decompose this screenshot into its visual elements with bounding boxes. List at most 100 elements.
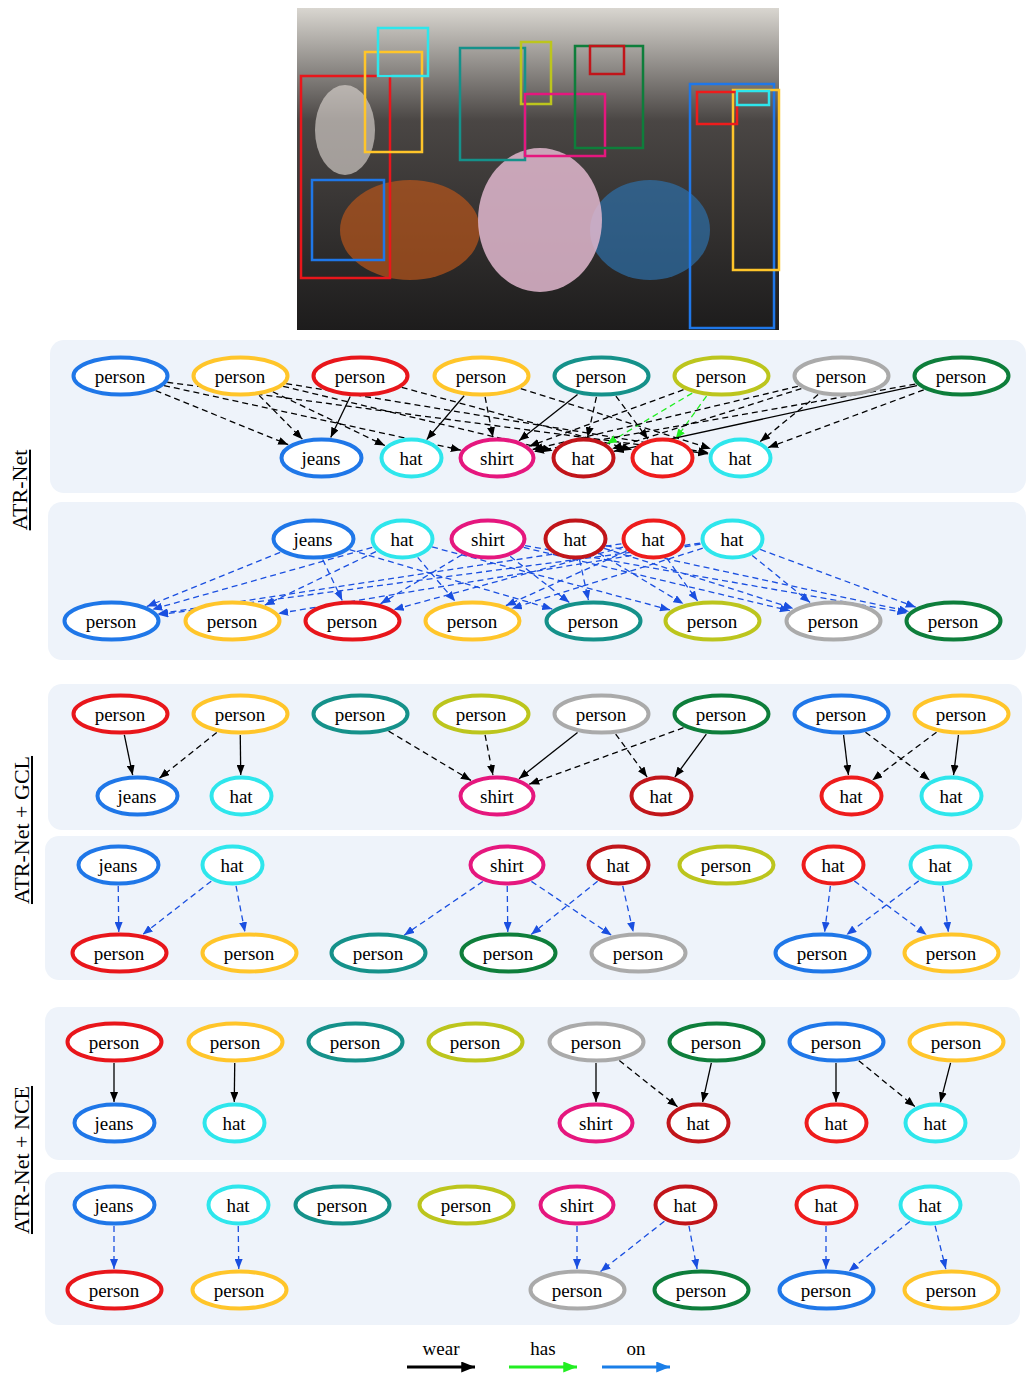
relation-arrow — [623, 886, 634, 932]
ellipse-shape — [461, 778, 534, 815]
object-ellipse: person — [902, 1269, 1001, 1311]
relation-arrow — [380, 555, 462, 604]
legend-arrow — [602, 1366, 670, 1369]
relation-arrow — [485, 735, 493, 775]
object-ellipse: person — [65, 1021, 164, 1063]
object-ellipse: person — [432, 355, 531, 397]
object-ellipse: person — [589, 932, 688, 974]
node-label: person — [576, 367, 627, 386]
object-ellipse: person — [667, 1021, 766, 1063]
node-label: person — [450, 1033, 501, 1052]
relation-arrow — [865, 732, 929, 780]
ellipse-shape — [78, 847, 158, 884]
relation-arrow — [935, 1226, 946, 1269]
object-ellipse: jeans — [271, 518, 356, 560]
ellipse-shape — [796, 1187, 856, 1224]
object-ellipse: hat — [903, 1102, 968, 1144]
object-ellipse: person — [459, 932, 558, 974]
object-ellipse: person — [186, 1021, 285, 1063]
relation-arrow — [616, 396, 648, 439]
ellipse-shape — [541, 1187, 614, 1224]
object-ellipse: person — [792, 355, 891, 397]
node-label: hat — [220, 856, 243, 875]
object-ellipse: jeans — [72, 1184, 157, 1226]
ellipse-shape — [461, 935, 555, 972]
ellipse-shape — [668, 1105, 728, 1142]
relation-arrow — [389, 731, 471, 780]
object-ellipse: person — [65, 1269, 164, 1311]
object-ellipse: hat — [700, 518, 765, 560]
node-label: person — [215, 705, 266, 724]
ellipse-shape — [623, 521, 683, 558]
ellipse-shape — [554, 696, 648, 733]
ellipse-shape — [74, 1105, 154, 1142]
object-ellipse: person — [784, 600, 883, 642]
node-label: hat — [399, 449, 422, 468]
object-ellipse: person — [432, 693, 531, 735]
relation-arrow — [234, 1063, 236, 1102]
ellipse-shape — [281, 440, 361, 477]
relation-arrow — [238, 1226, 240, 1269]
ellipse-shape — [461, 440, 534, 477]
ellipse-shape — [425, 603, 519, 640]
relation-arrow — [604, 548, 793, 608]
node-label: shirt — [560, 1196, 594, 1215]
ellipse-shape — [553, 440, 613, 477]
node-label: shirt — [480, 787, 514, 806]
node-label: person — [797, 944, 848, 963]
node-label: hat — [918, 1196, 941, 1215]
node-label: person — [207, 612, 258, 631]
relation-arrow — [612, 389, 801, 449]
relation-arrow — [768, 390, 924, 448]
node-label: person — [613, 944, 664, 963]
ellipse-shape — [64, 603, 158, 640]
node-label: hat — [390, 530, 413, 549]
ellipse-shape — [789, 1024, 883, 1061]
node-label: person — [447, 612, 498, 631]
object-ellipse: hat — [551, 437, 616, 479]
ellipse-shape — [906, 603, 1000, 640]
object-ellipse: person — [71, 693, 170, 735]
object-ellipse: hat — [919, 775, 984, 817]
node-label: hat — [814, 1196, 837, 1215]
object-ellipse: person — [552, 693, 651, 735]
object-ellipse: person — [663, 600, 762, 642]
legend-text: on — [627, 1338, 646, 1360]
ellipse-shape — [185, 603, 279, 640]
node-label: person — [808, 612, 859, 631]
relation-arrow — [954, 735, 959, 775]
ellipse-shape — [74, 1187, 154, 1224]
relation-arrow — [844, 735, 849, 775]
method-label: ATR-Net + NCE — [9, 1086, 35, 1234]
relation-arrow — [510, 556, 569, 602]
node-label: hat — [641, 530, 664, 549]
node-label: person — [676, 1281, 727, 1300]
ellipse-shape — [679, 847, 773, 884]
relation-arrow — [760, 549, 916, 607]
relation-arrow — [124, 735, 132, 775]
legend-text: wear — [423, 1338, 460, 1360]
relation-arrow — [675, 734, 706, 777]
relation-arrow — [872, 732, 936, 780]
node-label: hat — [563, 530, 586, 549]
relation-arrow — [531, 881, 597, 934]
node-label: person — [335, 367, 386, 386]
object-ellipse: hat — [370, 518, 435, 560]
ellipse-shape — [471, 847, 544, 884]
ellipse-shape — [921, 778, 981, 815]
relation-arrow — [580, 560, 589, 600]
object-ellipse: person — [912, 693, 1011, 735]
ellipse-shape — [434, 696, 528, 733]
ellipse-shape — [914, 696, 1008, 733]
ellipse-shape — [794, 696, 888, 733]
relation-arrow — [259, 395, 302, 439]
node-label: hat — [928, 856, 951, 875]
object-ellipse: shirt — [468, 844, 546, 886]
relation-arrow — [507, 886, 509, 932]
object-ellipse: person — [190, 1269, 289, 1311]
object-ellipse: hat — [653, 1184, 718, 1226]
ellipse-shape — [208, 1187, 268, 1224]
node-label: person — [816, 705, 867, 724]
relation-arrow — [512, 548, 703, 608]
